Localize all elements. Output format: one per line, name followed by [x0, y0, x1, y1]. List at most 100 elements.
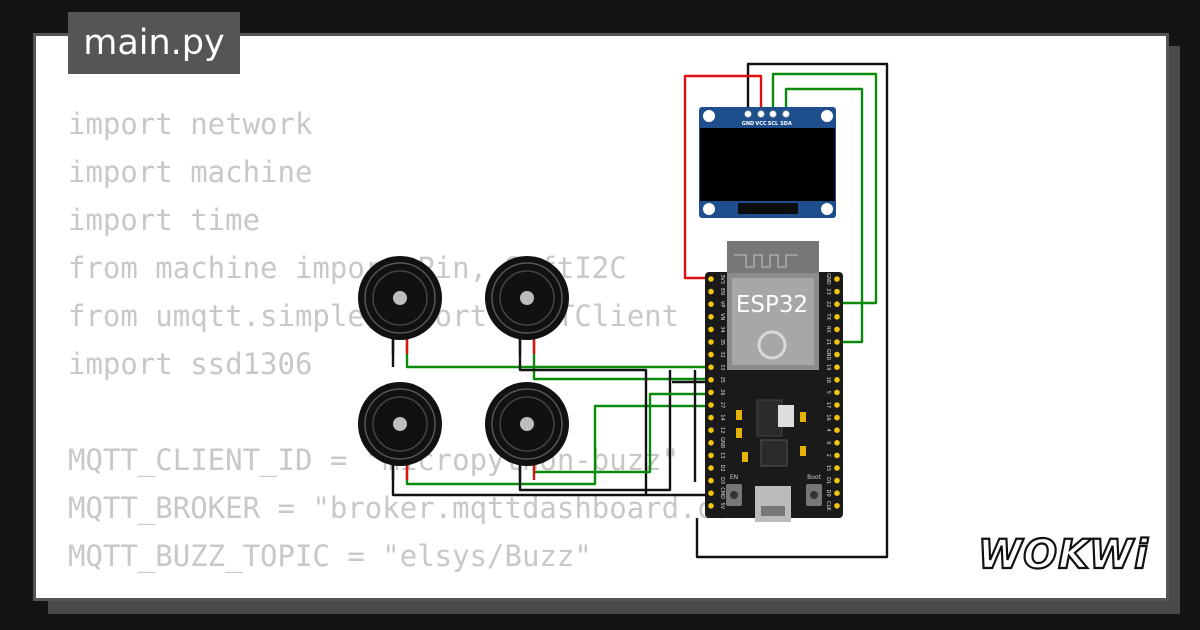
board-pin-label: 16: [825, 414, 831, 420]
smd-led: [736, 410, 742, 420]
regulator-chip: [756, 399, 783, 437]
board-pin-label: 23: [825, 288, 831, 294]
wire: [784, 87, 864, 344]
capacitor: [778, 405, 794, 427]
board-pin-label: 22: [825, 301, 831, 307]
mount-hole: [821, 110, 833, 122]
board-name: ESP32: [736, 292, 808, 318]
board-pin: [708, 490, 714, 497]
board-pin: [834, 452, 840, 459]
board-pin: [708, 389, 714, 396]
board-pin-label: GND: [825, 349, 831, 361]
code-line: import time: [68, 203, 261, 237]
board-pin: [708, 440, 714, 446]
board-pin: [708, 414, 714, 421]
buzzer-hole: [520, 417, 534, 431]
smd-led: [742, 452, 748, 462]
code-line: import machine: [68, 155, 313, 189]
board-pin-label: EN: [719, 288, 725, 295]
buzzer-ring: [491, 262, 563, 334]
buzzer[interactable]: [358, 256, 442, 354]
board-pin: [834, 503, 840, 509]
oled-pin-label: GND: [742, 121, 754, 127]
board-pin-label: 18: [825, 377, 831, 383]
board-pin: [708, 339, 714, 345]
shield-face: [732, 278, 814, 365]
editor-card: [33, 33, 1169, 601]
oled-pin: [782, 110, 790, 118]
board-pin-label: CLK: [825, 501, 831, 511]
smd-led: [800, 446, 806, 456]
buzzer[interactable]: [358, 382, 442, 480]
board-pin-label: GND: [825, 273, 831, 285]
board-pin-label: 14: [719, 414, 725, 420]
antenna-trace: [734, 254, 798, 268]
mount-hole: [703, 110, 715, 122]
mount-hole: [703, 203, 715, 215]
board-pin-label: 3V3: [719, 274, 725, 284]
board-pin-label: TX: [825, 313, 831, 321]
board-pin-label: D3: [719, 477, 725, 484]
board-pin: [708, 402, 714, 408]
oled-pin-label: VCC: [755, 121, 767, 127]
oled-pin-label: SCL: [768, 121, 779, 127]
boot-button-label: Boot: [807, 474, 821, 481]
espressif-logo-icon: [757, 330, 787, 360]
board-pin-label: 25: [719, 377, 725, 383]
board-pin-label: 12: [719, 427, 725, 433]
board-pin: [834, 351, 840, 358]
board-pin: [834, 465, 840, 471]
board-pin-label: VN: [719, 313, 725, 320]
board-pin: [834, 490, 840, 497]
buzzer-ring: [499, 396, 555, 452]
buzzer-ring: [364, 262, 436, 334]
board-pin: [834, 364, 840, 371]
board-pin: [708, 301, 714, 308]
board-pin: [708, 314, 714, 320]
board-pin: [708, 276, 714, 282]
board-pin: [834, 414, 840, 421]
buzzer[interactable]: [485, 382, 569, 480]
board-pin: [834, 389, 840, 396]
board-pin-label: 35: [719, 339, 725, 345]
board-pin: [834, 326, 840, 333]
board-pin: [834, 339, 840, 345]
usb-port: [755, 486, 791, 522]
oled-ribbon: [738, 203, 798, 214]
board-pin: [708, 427, 714, 434]
board-pin-label: D1: [825, 477, 831, 484]
board-pin: [708, 288, 714, 295]
code-line: MQTT_BROKER = "broker.mqttdashboard.com": [68, 491, 767, 525]
file-tab-main-py[interactable]: main.py: [68, 12, 240, 74]
smd-led: [800, 412, 806, 422]
buzzer-ring: [499, 270, 555, 326]
board-pin: [708, 377, 714, 383]
board-pin: [834, 288, 840, 295]
board-pin: [834, 427, 840, 434]
board-pin: [834, 440, 840, 446]
oled-screen: [700, 128, 835, 201]
board-pin-label: 15: [825, 465, 831, 471]
board-pin-label: 2: [825, 454, 831, 457]
board-pin-label: 5: [825, 391, 831, 394]
board-pin-label: 27: [719, 402, 725, 408]
board-pin-label: VP: [719, 301, 725, 307]
board-pin-label: 17: [825, 402, 831, 408]
board-pin-label: D2: [719, 464, 725, 471]
board-pin: [708, 477, 714, 484]
board-pin-label: CMD: [719, 487, 725, 499]
board-pin-label: D0: [825, 490, 831, 497]
buzzer[interactable]: [485, 256, 569, 354]
board-pin: [834, 377, 840, 383]
board-pin-label: 5V: [719, 502, 725, 509]
board-pin-label: 34: [719, 326, 725, 332]
board-pin-label: 21: [825, 339, 831, 345]
wokwi-logo: WOKWi: [977, 531, 1149, 576]
board-pin-label: 19: [825, 364, 831, 370]
oled-pin-label: SDA: [780, 121, 792, 127]
smd-led: [736, 428, 742, 438]
board-pin: [708, 452, 714, 459]
board-pin-label: GND: [719, 437, 725, 449]
